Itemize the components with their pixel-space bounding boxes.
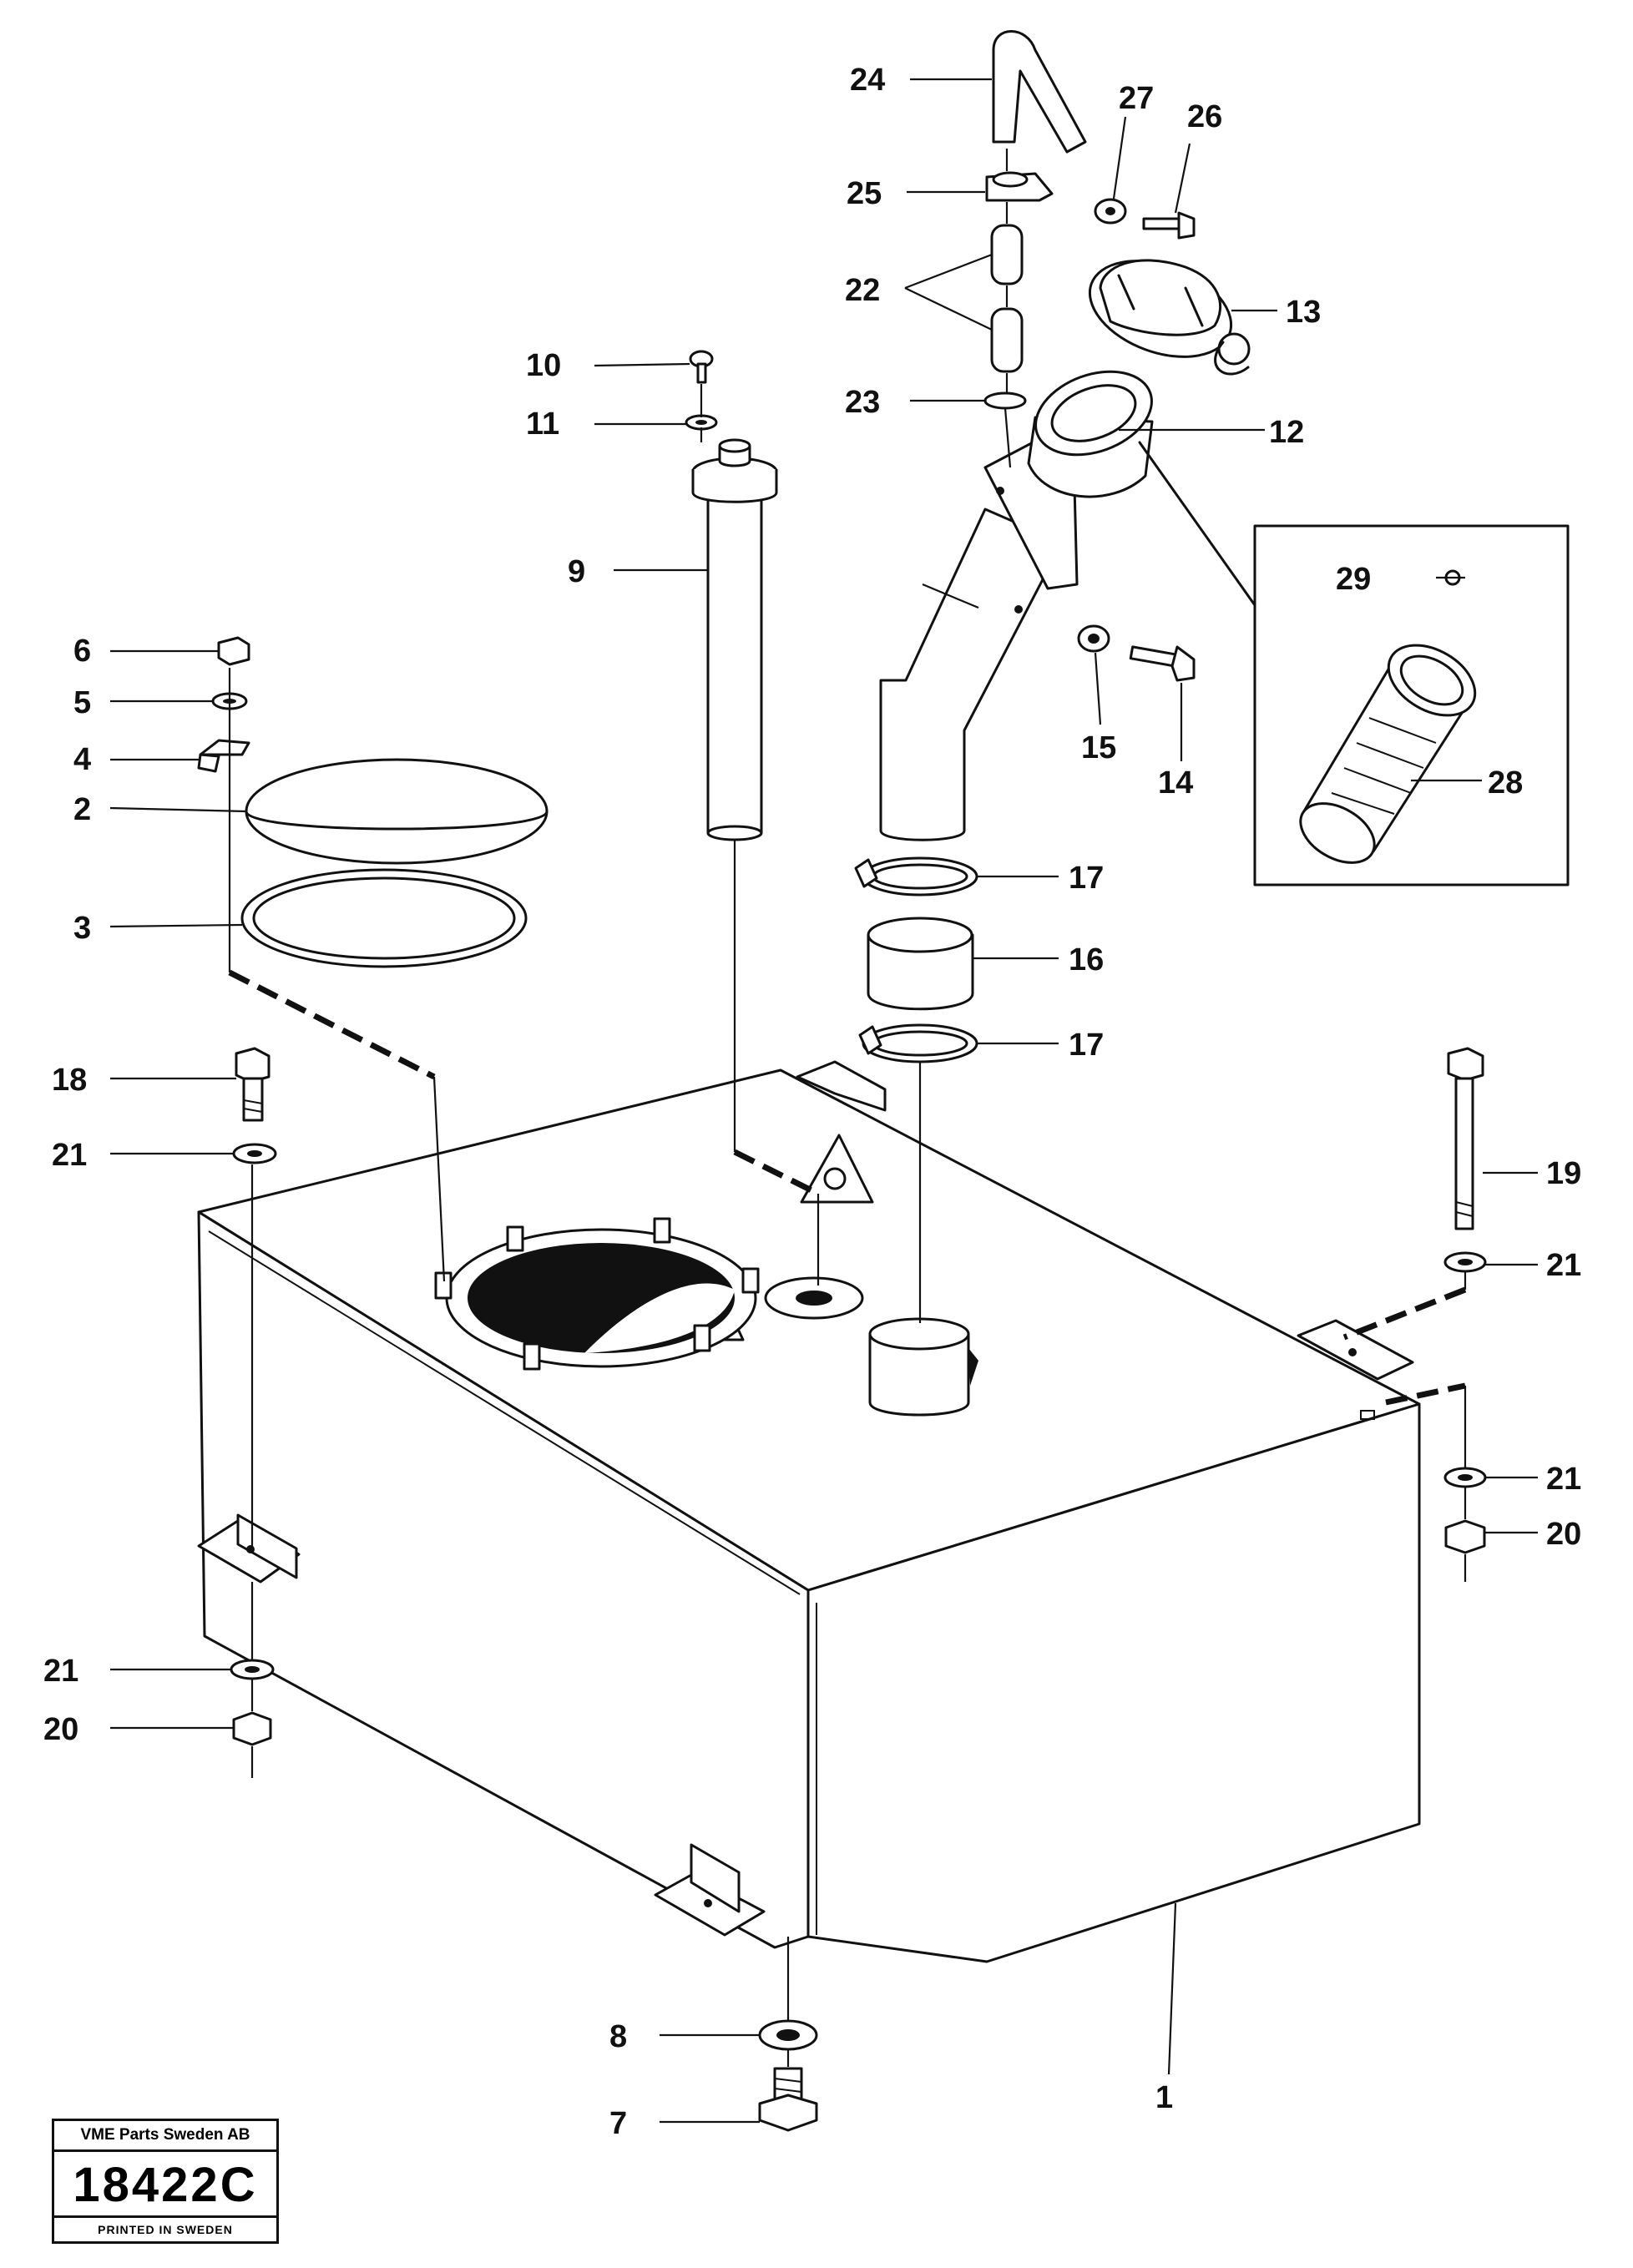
strainer-inset	[1138, 441, 1570, 886]
gasket-3	[240, 868, 528, 968]
drain-plug-7	[758, 2067, 818, 2132]
washer-15	[1077, 624, 1110, 653]
strainer-28	[1299, 644, 1477, 864]
label-21b: 21	[1546, 1248, 1581, 1283]
washer-21-right-bottom	[1443, 1467, 1487, 1488]
washer-11	[685, 414, 718, 431]
label-20b: 20	[43, 1712, 78, 1747]
label-21: 21	[52, 1138, 87, 1173]
label-25: 25	[847, 176, 882, 211]
label-1: 1	[1155, 2080, 1173, 2115]
nut-6	[217, 636, 250, 666]
label-11: 11	[526, 407, 559, 442]
hose-clamp-17-lower	[858, 1023, 978, 1063]
label-8: 8	[609, 2019, 627, 2054]
bolt-19	[1447, 1047, 1484, 1230]
printed-in-note: PRINTED IN SWEDEN	[54, 2215, 276, 2241]
breather-hose-24	[992, 30, 1087, 154]
label-18: 18	[52, 1063, 87, 1098]
label-3: 3	[73, 911, 91, 946]
label-24: 24	[850, 63, 885, 98]
rubber-hose-16	[867, 917, 974, 1011]
screw-10	[689, 350, 714, 384]
washer-21-left-top	[232, 1143, 277, 1164]
label-6: 6	[73, 634, 91, 669]
filler-tube-12	[879, 370, 1154, 841]
label-16: 16	[1069, 942, 1104, 977]
screw-14	[1129, 645, 1196, 682]
bolt-18	[235, 1047, 270, 1122]
filler-cap-13	[1088, 259, 1251, 376]
screw-26	[1142, 211, 1196, 240]
hose-clip-25	[985, 171, 1054, 202]
nut-20-left	[232, 1711, 272, 1746]
tank-gauge-9	[691, 438, 778, 841]
clip-23	[983, 391, 1027, 410]
label-26: 26	[1187, 99, 1222, 134]
label-5: 5	[73, 685, 91, 720]
label-19: 19	[1546, 1156, 1581, 1191]
clamp-4	[197, 739, 250, 773]
washer-21-left-bottom	[230, 1659, 275, 1680]
leader-lines	[109, 78, 1538, 2124]
washer-8	[758, 2019, 818, 2051]
label-2: 2	[73, 792, 91, 827]
drawing-code: 18422C	[73, 2158, 258, 2212]
label-21c: 21	[1546, 1462, 1581, 1497]
label-27: 27	[1119, 81, 1154, 116]
hose-clamp-17-upper	[854, 856, 978, 897]
label-17: 17	[1069, 861, 1104, 896]
label-22: 22	[845, 273, 880, 308]
label-12: 12	[1269, 415, 1304, 450]
label-7: 7	[609, 2106, 627, 2141]
label-20: 20	[1546, 1517, 1581, 1552]
label-28: 28	[1488, 765, 1523, 801]
label-17b: 17	[1069, 1028, 1104, 1063]
nut-20-right	[1444, 1519, 1486, 1554]
label-9: 9	[568, 554, 585, 589]
label-15: 15	[1081, 730, 1116, 765]
label-23: 23	[845, 385, 880, 420]
label-13: 13	[1286, 295, 1321, 330]
cover-plate-2	[245, 758, 549, 865]
hose-pieces-22	[990, 224, 1024, 373]
drawing-stamp: VME Parts Sweden AB 18422C PRINTED IN SW…	[52, 2119, 279, 2244]
label-21d: 21	[43, 1654, 78, 1689]
label-29: 29	[1336, 562, 1371, 597]
label-4: 4	[73, 742, 91, 777]
label-10: 10	[526, 348, 561, 383]
callout-labels: 1 2 3 4 5 6 7 8 9 10 11 12 13 14 15 16 1…	[43, 63, 1581, 2141]
label-14: 14	[1158, 765, 1193, 801]
assembly-lines	[228, 149, 1467, 2067]
company-name: VME Parts Sweden AB	[54, 2121, 276, 2152]
washer-21-right-top	[1443, 1251, 1487, 1273]
washer-27	[1094, 198, 1127, 225]
fuel-tank	[197, 1060, 1421, 1963]
